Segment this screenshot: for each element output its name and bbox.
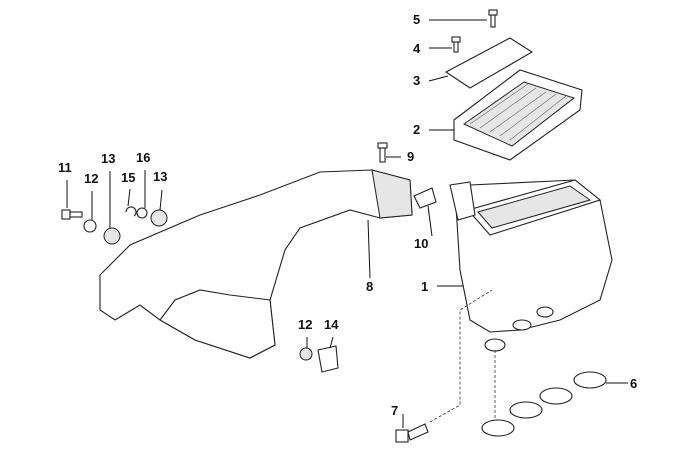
callout-7: 7	[391, 403, 399, 418]
callout-14: 14	[324, 317, 339, 332]
air-box-1	[449, 179, 613, 352]
callout-12b: 12	[298, 317, 313, 332]
callout-5: 5	[413, 12, 421, 27]
cover-plate-3	[444, 37, 534, 89]
callout-8: 8	[366, 279, 374, 294]
filter-cartridge-2	[453, 69, 583, 161]
callout-10: 10	[414, 236, 429, 251]
hose-clamps-6	[481, 371, 607, 437]
intake-duct-8	[99, 169, 413, 359]
callout-13b: 13	[153, 169, 168, 184]
sensor-7	[395, 423, 429, 443]
callout-6: 6	[630, 376, 638, 391]
callout-11: 11	[58, 160, 72, 175]
callout-2: 2	[413, 122, 421, 137]
screw-4	[451, 36, 461, 53]
screw-9	[377, 142, 388, 163]
callout-16: 16	[136, 150, 151, 165]
callout-13: 13	[101, 151, 116, 166]
callout-15: 15	[121, 170, 136, 185]
callout-3: 3	[413, 73, 421, 88]
screw-5	[488, 9, 498, 28]
callout-9: 9	[407, 149, 415, 164]
clip-10	[413, 187, 437, 209]
callout-4: 4	[413, 41, 421, 56]
callout-12: 12	[84, 171, 99, 186]
callout-1: 1	[421, 279, 429, 294]
small-hardware	[61, 206, 339, 373]
